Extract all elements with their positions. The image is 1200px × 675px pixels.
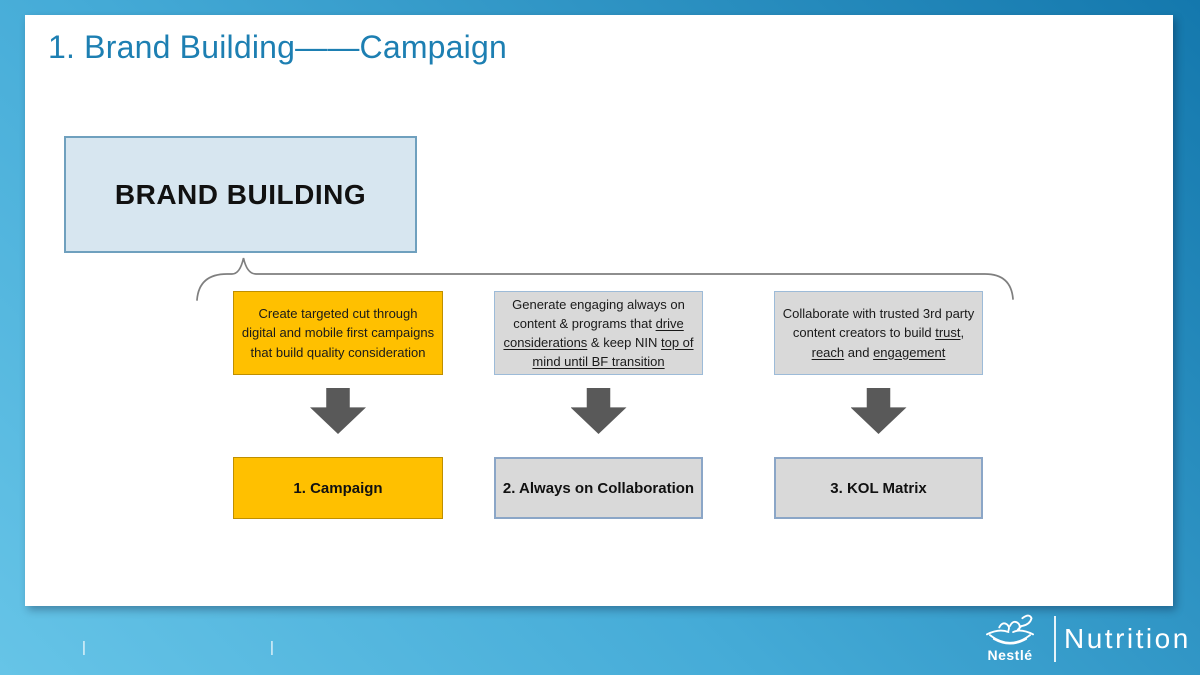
slide-title: 1. Brand Building——Campaign [48,29,507,65]
desc-segment: , [960,325,965,341]
desc-segment-underlined: top of mind until BF transition [532,335,694,370]
kol-description-box: Collaborate with trusted 3rd party conte… [774,291,983,375]
down-arrow-icon [570,388,627,434]
brand-building-box: BRAND BUILDING [64,136,417,253]
nestle-nest-icon [986,614,1034,645]
footer-marker: | [82,639,86,656]
slide-content-area: 1. Brand Building——Campaign BRAND BUILDI… [25,15,1173,606]
collaboration-description-text: Generate engaging always on content & pr… [501,295,696,372]
desc-segment: & keep NIN [587,335,661,350]
desc-segment-underlined: engagement [873,344,946,360]
brand-building-label: BRAND BUILDING [114,178,367,210]
column-kol-matrix: Collaborate with trusted 3rd party conte… [774,291,983,519]
desc-segment: and [844,344,874,360]
collaboration-label: 2. Always on Collaboration [502,479,695,497]
desc-segment-underlined: trust [935,325,961,341]
campaign-label-box: 1. Campaign [233,457,443,519]
desc-segment: Generate engaging always on content & pr… [512,296,685,331]
nestle-wordmark: Nestlé [987,647,1033,663]
logo-divider [1054,616,1056,662]
campaign-description-box: Create targeted cut through digital and … [233,291,443,375]
campaign-label: 1. Campaign [293,479,383,497]
nutrition-wordmark: Nutrition [1064,623,1191,654]
down-arrow-icon [310,388,366,434]
campaign-description-text: Create targeted cut through digital and … [240,304,436,362]
desc-segment: Create targeted cut through digital and … [241,306,435,360]
desc-segment: Collaborate with trusted 3rd party conte… [782,306,975,341]
kol-label-box: 3. KOL Matrix [774,457,983,519]
footer-marker: | [270,639,274,656]
kol-label: 3. KOL Matrix [830,479,927,497]
desc-segment-underlined: reach [811,344,845,360]
collaboration-label-box: 2. Always on Collaboration [494,457,703,519]
collaboration-description-box: Generate engaging always on content & pr… [494,291,703,375]
column-campaign: Create targeted cut through digital and … [233,291,443,519]
kol-description-text: Collaborate with trusted 3rd party conte… [781,304,976,362]
column-always-on-collaboration: Generate engaging always on content & pr… [494,291,703,519]
desc-segment-underlined: drive considerations [503,315,684,350]
down-arrow-icon [850,388,907,434]
